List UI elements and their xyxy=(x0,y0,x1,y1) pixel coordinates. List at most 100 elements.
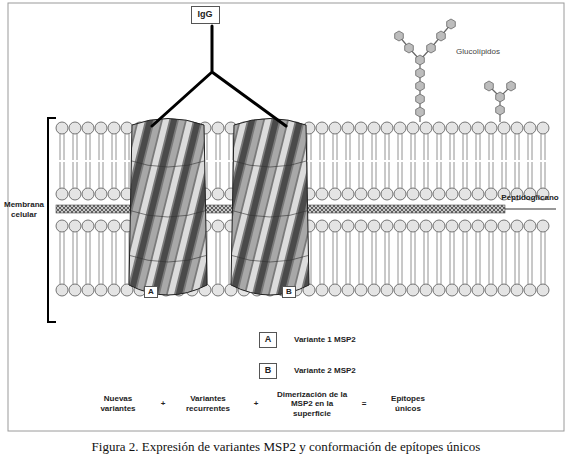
lipid-tail xyxy=(502,258,506,284)
lipid-tail xyxy=(125,162,129,188)
lipid-tail xyxy=(125,134,129,160)
lipid-head xyxy=(498,122,510,134)
lipid-head xyxy=(82,220,94,232)
lipid-head xyxy=(407,122,419,134)
lipid-tail xyxy=(541,258,545,284)
lipid-head xyxy=(329,122,341,134)
lipid-tail xyxy=(359,232,363,258)
sugar-hexagon xyxy=(416,107,425,117)
lipid-head xyxy=(394,188,406,200)
lipid-head xyxy=(95,220,107,232)
lipid-tail xyxy=(73,162,77,188)
lipid-tail xyxy=(398,162,402,188)
lipid-tail xyxy=(73,134,77,160)
lipid-tail xyxy=(437,162,441,188)
lipid-head xyxy=(212,122,224,134)
lipid-tail xyxy=(450,232,454,258)
beta-strand xyxy=(286,112,334,306)
lipid-head xyxy=(329,188,341,200)
node-text: IgG xyxy=(198,10,213,20)
lipid-tail xyxy=(99,162,103,188)
barrel-contour xyxy=(230,160,310,167)
node-text: B xyxy=(265,366,272,376)
barrel-contour xyxy=(128,210,208,217)
lipid-head xyxy=(433,284,445,296)
lipid-tail xyxy=(424,134,428,160)
lipid-tail xyxy=(372,162,376,188)
lipid-head xyxy=(69,122,81,134)
lipid-tail xyxy=(411,162,415,188)
sugar-hexagon xyxy=(416,68,425,78)
lipid-tail xyxy=(541,134,545,160)
lipid-head xyxy=(108,284,120,296)
lipid-head xyxy=(329,284,341,296)
lipid-head xyxy=(420,188,432,200)
lipid-head xyxy=(394,220,406,232)
sugar-hexagon xyxy=(427,43,436,53)
legend-box: A xyxy=(259,332,278,348)
lipid-head xyxy=(459,284,471,296)
lipid-head xyxy=(537,122,549,134)
lipid-head xyxy=(108,220,120,232)
lipid-tail xyxy=(476,232,480,258)
lipid-tail xyxy=(411,134,415,160)
lipid-tail xyxy=(346,134,350,160)
beta-strand xyxy=(72,112,120,306)
lipid-tail xyxy=(112,232,116,258)
lipid-tail xyxy=(489,258,493,284)
lipid-head xyxy=(355,220,367,232)
barrel-outline xyxy=(129,119,207,296)
lipid-head xyxy=(407,188,419,200)
barrel-contour xyxy=(128,255,208,262)
lipid-tail xyxy=(112,162,116,188)
lipid-head xyxy=(524,122,536,134)
lipid-head xyxy=(342,284,354,296)
lipid-head xyxy=(433,188,445,200)
lipid-tail xyxy=(307,134,311,160)
membrane-label: Membrana celular xyxy=(2,200,46,219)
lipid-tail xyxy=(320,162,324,188)
lipid-head xyxy=(511,122,523,134)
lipid-tail xyxy=(515,232,519,258)
lipid-tail xyxy=(411,258,415,284)
lipid-head xyxy=(95,122,107,134)
lipid-tail xyxy=(320,134,324,160)
lipid-head xyxy=(420,122,432,134)
lipid-head xyxy=(95,188,107,200)
lipid-head xyxy=(485,220,497,232)
lipid-tail xyxy=(216,134,220,160)
lipid-head xyxy=(420,284,432,296)
sugar-hexagon xyxy=(437,31,446,41)
lipid-head xyxy=(368,284,380,296)
lipid-tail xyxy=(333,232,337,258)
lipid-tail xyxy=(411,232,415,258)
peptidoglycan-leader xyxy=(505,208,556,209)
sugar-hexagon xyxy=(416,55,425,65)
lipid-head xyxy=(446,220,458,232)
lipid-tail xyxy=(346,232,350,258)
lipid-tail xyxy=(476,258,480,284)
sugar-hexagon xyxy=(416,81,425,91)
lipid-tail xyxy=(489,134,493,160)
lipid-head xyxy=(212,220,224,232)
beta-strand xyxy=(294,112,342,306)
equation-term: Dimerización de la MSP2 en la superficie xyxy=(272,390,352,419)
lipid-head xyxy=(420,220,432,232)
lipid-tail xyxy=(86,162,90,188)
beta-strand xyxy=(184,112,232,306)
lipid-tail xyxy=(424,162,428,188)
lipid-tail xyxy=(359,134,363,160)
lipid-tail xyxy=(398,258,402,284)
lipid-head xyxy=(368,122,380,134)
lipid-head xyxy=(498,220,510,232)
lipid-tail xyxy=(450,258,454,284)
lipid-head xyxy=(498,284,510,296)
sugar-hexagon xyxy=(496,92,505,102)
lipid-head xyxy=(472,122,484,134)
sugar-hexagon xyxy=(447,19,456,29)
lipid-head xyxy=(537,220,549,232)
lipid-tail xyxy=(333,134,337,160)
lipid-tail xyxy=(398,232,402,258)
sugar-hexagon xyxy=(405,43,414,53)
lipid-head xyxy=(537,284,549,296)
